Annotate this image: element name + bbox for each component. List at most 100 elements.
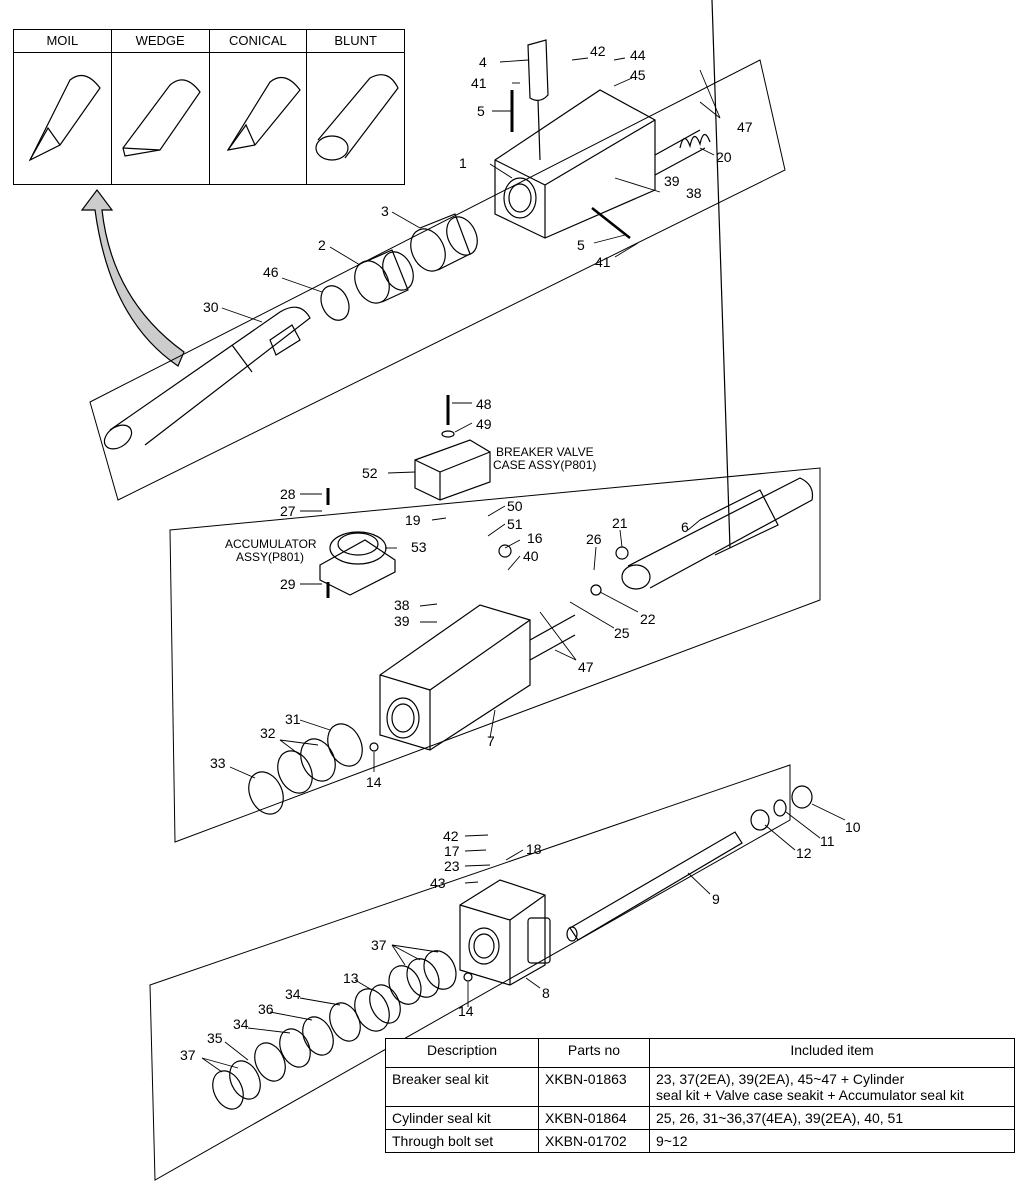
accumulator-note-line2: ASSY(P801) bbox=[236, 550, 304, 564]
tip-blunt-drawing bbox=[315, 74, 399, 161]
callout-3: 3 bbox=[381, 203, 389, 219]
callout-47-upper: 47 bbox=[737, 119, 753, 135]
callout-31: 31 bbox=[285, 711, 301, 727]
tip-wedge-label: WEDGE bbox=[112, 30, 210, 52]
cell-description: Cylinder seal kit bbox=[385, 1106, 539, 1130]
callout-19: 19 bbox=[405, 512, 421, 528]
callout-46: 46 bbox=[263, 264, 279, 280]
pin-4 bbox=[527, 39, 549, 161]
table-header-row: Description Parts no Included item bbox=[385, 1038, 1015, 1068]
callout-26: 26 bbox=[586, 531, 602, 547]
callout-14-upper: 14 bbox=[366, 774, 382, 790]
cell-included-item: 25, 26, 31~36,37(4EA), 39(2EA), 40, 51 bbox=[649, 1106, 1015, 1130]
callout-41-lower: 41 bbox=[595, 254, 611, 270]
callout-6: 6 bbox=[681, 519, 689, 535]
callout-42-lower: 42 bbox=[443, 828, 459, 844]
callout-36: 36 bbox=[258, 1001, 274, 1017]
callout-50: 50 bbox=[507, 498, 523, 514]
callout-51: 51 bbox=[507, 516, 523, 532]
callout-9: 9 bbox=[712, 891, 720, 907]
callout-5-upper: 5 bbox=[477, 103, 485, 119]
valve-case-note-line1: BREAKER VALVE bbox=[496, 445, 594, 459]
cylinder-block bbox=[379, 604, 576, 751]
callout-13: 13 bbox=[343, 970, 359, 986]
callout-18: 18 bbox=[526, 841, 542, 857]
callout-8: 8 bbox=[542, 985, 550, 1001]
callout-38-upper: 38 bbox=[686, 185, 702, 201]
col-included-item: Included item bbox=[649, 1038, 1015, 1068]
callout-27: 27 bbox=[280, 503, 296, 519]
callout-38-lower: 38 bbox=[394, 597, 410, 613]
callout-20: 20 bbox=[716, 149, 732, 165]
washer-12 bbox=[750, 809, 770, 831]
accumulator-note-line1: ACCUMULATOR bbox=[225, 537, 317, 551]
cell-description: Through bolt set bbox=[385, 1129, 539, 1153]
accumulator-assy bbox=[319, 488, 396, 598]
callout-40: 40 bbox=[523, 548, 539, 564]
col-parts-no: Parts no bbox=[538, 1038, 650, 1068]
callout-28: 28 bbox=[280, 486, 296, 502]
seal-32a bbox=[300, 738, 336, 782]
washer-11 bbox=[773, 799, 787, 817]
callout-30: 30 bbox=[203, 299, 219, 315]
callout-44: 44 bbox=[630, 47, 646, 63]
callout-39-lower: 39 bbox=[394, 613, 410, 629]
piston-6 bbox=[621, 0, 814, 590]
callout-53: 53 bbox=[411, 539, 427, 555]
ring-46 bbox=[320, 285, 350, 321]
tip-moil-drawing bbox=[28, 74, 101, 162]
table-row: Through bolt set XKBN-01702 9~12 bbox=[385, 1129, 1015, 1153]
callout-21: 21 bbox=[612, 515, 628, 531]
callout-4: 4 bbox=[479, 54, 487, 70]
cell-description: Breaker seal kit bbox=[385, 1067, 539, 1107]
callout-2: 2 bbox=[318, 237, 326, 253]
nut-10 bbox=[791, 785, 813, 809]
callout-34-upper: 34 bbox=[285, 986, 301, 1002]
chisel-rod bbox=[103, 306, 311, 450]
tip-blunt-label: BLUNT bbox=[334, 33, 377, 48]
callout-32: 32 bbox=[260, 725, 276, 741]
bushing-3 bbox=[410, 213, 478, 272]
callout-52: 52 bbox=[362, 465, 378, 481]
valve-case-assy bbox=[414, 395, 491, 501]
callout-35: 35 bbox=[207, 1030, 223, 1046]
cell-parts-no: XKBN-01863 bbox=[538, 1067, 650, 1107]
callout-22: 22 bbox=[640, 611, 656, 627]
callout-1: 1 bbox=[459, 155, 467, 171]
tip-wedge-drawing bbox=[122, 79, 201, 157]
section-1-frame bbox=[89, 59, 786, 501]
cell-included-item: 23, 37(2EA), 39(2EA), 45~47 + Cylinder s… bbox=[649, 1067, 1015, 1107]
callout-47-lower: 47 bbox=[578, 659, 594, 675]
tool-tip-types-box: MOIL WEDGE CONICAL BLUNT bbox=[13, 29, 405, 185]
cell-parts-no: XKBN-01864 bbox=[538, 1106, 650, 1130]
section-3-frame bbox=[149, 764, 791, 1181]
callout-43: 43 bbox=[430, 875, 446, 891]
callout-34-lower: 34 bbox=[233, 1016, 249, 1032]
callout-23: 23 bbox=[444, 858, 460, 874]
callout-14-lower: 14 bbox=[458, 1003, 474, 1019]
callout-10: 10 bbox=[845, 819, 861, 835]
callout-45: 45 bbox=[630, 67, 646, 83]
callout-11: 11 bbox=[820, 833, 835, 849]
table-row: Cylinder seal kit XKBN-01864 25, 26, 31~… bbox=[385, 1106, 1015, 1130]
cell-included-item: 9~12 bbox=[649, 1129, 1015, 1153]
bushing-13 bbox=[354, 984, 401, 1032]
tool-tip-header: MOIL WEDGE CONICAL BLUNT bbox=[14, 30, 404, 53]
valve-case-note-line2: CASE ASSY(P801) bbox=[493, 458, 596, 472]
seal-33 bbox=[248, 771, 284, 815]
callout-42-upper: 42 bbox=[590, 43, 606, 59]
callout-25: 25 bbox=[614, 625, 630, 641]
included-line-1: 23, 37(2EA), 39(2EA), 45~47 + Cylinder bbox=[656, 1071, 905, 1087]
tip-conical-drawing bbox=[226, 76, 301, 151]
seal-32b bbox=[277, 750, 313, 794]
callout-49: 49 bbox=[476, 416, 492, 432]
section-2-frame bbox=[169, 467, 821, 843]
col-description: Description bbox=[385, 1038, 539, 1068]
callout-7: 7 bbox=[487, 733, 495, 749]
through-bolt bbox=[566, 831, 743, 942]
tip-moil-label: MOIL bbox=[14, 30, 112, 52]
back-head-block bbox=[459, 879, 551, 986]
seal-kit-table: Description Parts no Included item Break… bbox=[385, 1038, 1015, 1153]
callout-41-upper: 41 bbox=[471, 75, 487, 91]
